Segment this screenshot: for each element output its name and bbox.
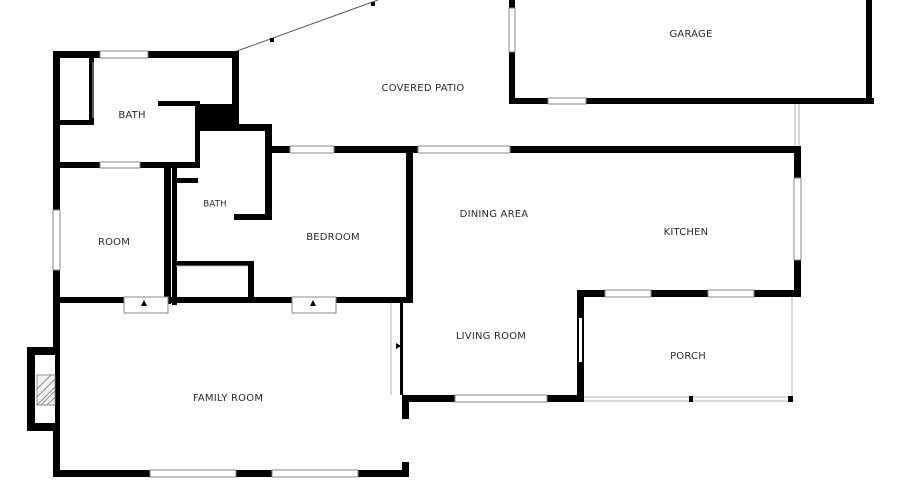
- label-family-room: FAMILY ROOM: [193, 393, 263, 404]
- label-bedroom: BEDROOM: [306, 232, 360, 243]
- family-window-1: [149, 469, 237, 478]
- kitchen-window: [793, 177, 802, 261]
- kitchen-window-2: [604, 289, 652, 298]
- living-window: [454, 394, 548, 403]
- label-porch: PORCH: [670, 351, 706, 362]
- label-bath-upper: BATH: [118, 110, 145, 121]
- label-covered-patio: COVERED PATIO: [382, 83, 465, 94]
- label-room: ROOM: [98, 237, 130, 248]
- room-window: [52, 209, 61, 271]
- garage-window: [508, 7, 516, 53]
- patio-door: [417, 145, 511, 154]
- family-room-walls: [27, 303, 409, 478]
- bath-door: [99, 161, 141, 169]
- bath-window: [99, 50, 149, 59]
- garage-walls: [508, 0, 874, 146]
- label-bath-small: BATH: [203, 200, 226, 210]
- main-wing-walls: [402, 145, 802, 419]
- patio-outline: [236, 0, 379, 52]
- fireplace-hatch: [36, 374, 56, 406]
- family-window-2: [271, 469, 359, 478]
- label-living-room: LIVING ROOM: [456, 331, 526, 342]
- bedroom-window: [289, 145, 335, 154]
- label-dining-area: DINING AREA: [460, 209, 529, 220]
- fireplace-hearth: [36, 374, 56, 406]
- label-kitchen: KITCHEN: [664, 227, 709, 238]
- garage-door-opening: [547, 97, 587, 105]
- porch-outline: [584, 297, 793, 402]
- kitchen-window-3: [707, 289, 755, 298]
- label-garage: GARAGE: [669, 29, 712, 40]
- left-wing-walls: [52, 50, 415, 476]
